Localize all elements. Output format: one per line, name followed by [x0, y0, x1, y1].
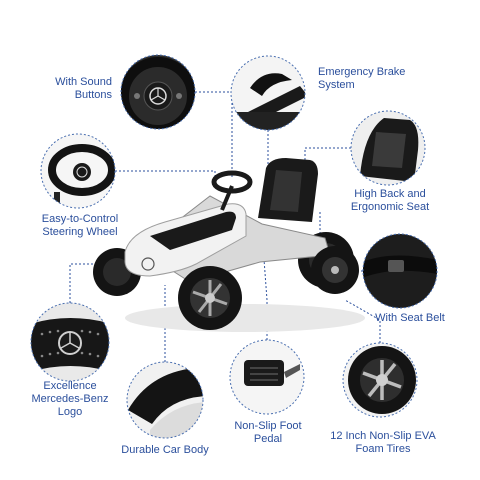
- label-car-body: Durable Car Body: [121, 444, 209, 456]
- label-foot-pedal: Non-Slip Foot Pedal: [234, 420, 302, 445]
- car-body-detail: [126, 361, 204, 439]
- label-steering-wheel: Easy-to-Control Steering Wheel: [41, 213, 119, 238]
- kart-logo: [141, 257, 155, 271]
- seat-belt-detail: [362, 233, 438, 309]
- label-high-back-seat: High Back and Ergonomic Seat: [350, 188, 430, 213]
- front-right-tire: [178, 266, 242, 330]
- label-mercedes-logo: Excellence Mercedes-Benz Logo: [31, 380, 109, 418]
- high-back-seat-detail: [350, 110, 426, 186]
- mercedes-logo-detail: [30, 302, 110, 382]
- label-seat-belt: With Seat Belt: [375, 312, 445, 324]
- eva-tire-detail: [342, 342, 418, 418]
- go-kart-image: [93, 158, 365, 332]
- foot-pedal-detail: [229, 339, 305, 415]
- sound-buttons-detail: [120, 54, 196, 130]
- kart-steering-wheel: [211, 170, 253, 194]
- emergency-brake-detail: [230, 55, 306, 131]
- label-sound-buttons: With Sound Buttons: [55, 76, 112, 101]
- label-emergency-brake: Emergency Brake System: [318, 66, 406, 91]
- steering-wheel-detail: [40, 133, 116, 209]
- label-eva-tires: 12 Inch Non-Slip EVA Foam Tires: [330, 430, 436, 455]
- rear-right-tire: [311, 246, 359, 294]
